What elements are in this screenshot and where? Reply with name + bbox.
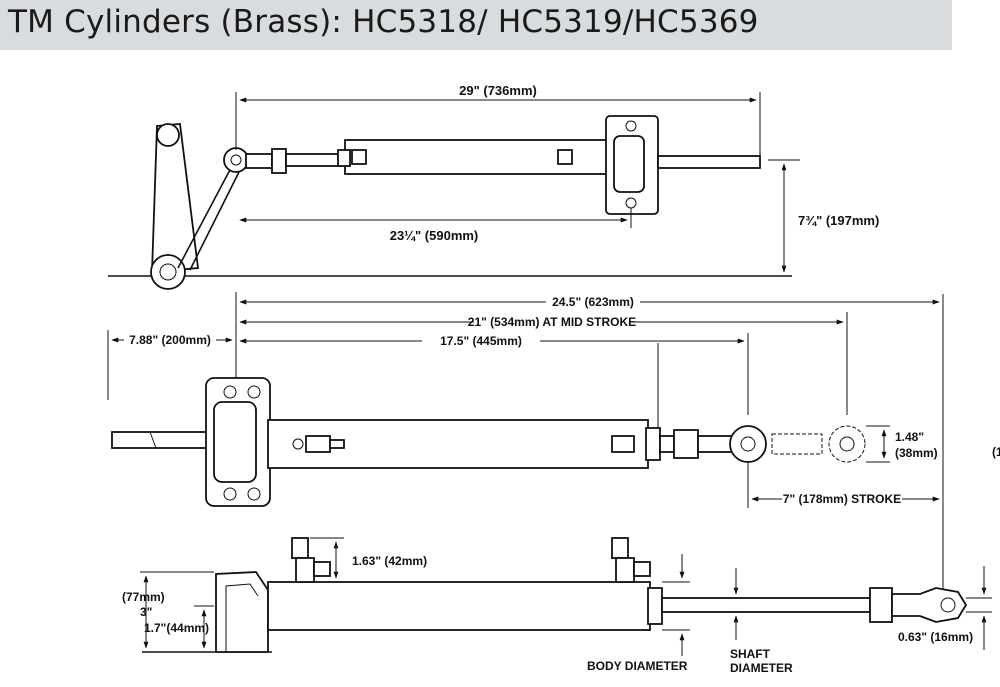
label-0-63: 0.63" (16mm)	[898, 630, 973, 644]
label-24-5: 24.5" (623mm)	[552, 295, 634, 309]
label-stroke: 7" (178mm) STROKE	[783, 492, 901, 506]
port-fitting-right	[557, 149, 573, 165]
rod-nut	[271, 148, 287, 174]
rod-nut	[659, 435, 675, 453]
bolt-hole	[247, 385, 261, 399]
label-21: 21" (534mm) AT MID STROKE	[468, 315, 636, 329]
elbow-fitting-right	[611, 537, 629, 559]
tiller-pivot-hole	[159, 263, 177, 281]
rod-end-eye-hole	[230, 154, 242, 166]
label-shaft-diameter-1: SHAFT	[730, 647, 771, 661]
view-plan: 24.5" (623mm) 21" (534mm) AT MID STROKE …	[107, 292, 1000, 590]
label-height: 7¾" (197mm)	[798, 213, 879, 228]
label-edge-fragment: (1	[992, 445, 1000, 459]
label-cyl-length: 23¼" (590mm)	[390, 228, 479, 243]
bolt-hole	[223, 385, 237, 399]
elbow-body-right	[615, 557, 635, 583]
cylinder-body-side	[267, 581, 651, 631]
rod-end-eye	[729, 425, 767, 463]
label-body-diameter: BODY DIAMETER	[587, 659, 688, 673]
piston-rod-side	[661, 597, 871, 613]
rod-end-eye	[223, 147, 249, 173]
rod-hex	[673, 429, 699, 459]
elbow-body-left	[295, 557, 315, 583]
label-7-88: 7.88" (200mm)	[129, 333, 211, 347]
bolt-hole	[223, 487, 237, 501]
piston-rod-left	[285, 153, 341, 167]
tiller-link-2	[189, 169, 241, 271]
rod-end-side	[891, 587, 968, 623]
label-1-48: 1.48"	[895, 430, 924, 444]
piston-rod-right	[657, 155, 761, 169]
mount-block	[613, 135, 645, 193]
label-1-63: 1.63" (42mm)	[352, 554, 427, 568]
title-bar: TM Cylinders (Brass): HC5318/ HC5319/HC5…	[0, 0, 952, 50]
rod-end-eye-hole	[740, 436, 756, 452]
tiller-arm	[151, 123, 200, 273]
label-1-48-mm: (38mm)	[895, 446, 938, 460]
port-fitting-right	[611, 435, 635, 453]
port-fitting-left	[305, 435, 331, 453]
view-installed: 29" (736mm) 23¼" (590mm) 7¾" (197mm)	[108, 83, 879, 290]
tiller-link	[177, 165, 233, 269]
page-title: TM Cylinders (Brass): HC5318/ HC5319/HC5…	[8, 4, 759, 40]
piston-rod-left	[111, 431, 209, 449]
end-cap-side	[647, 587, 663, 625]
elbow-outlet-left	[313, 561, 331, 577]
port-fitting-tip	[329, 439, 345, 449]
rod-end-eye-hole-extended	[839, 436, 855, 452]
bolt-hole	[247, 487, 261, 501]
end-cap	[645, 427, 661, 461]
break-line	[149, 431, 157, 449]
tiller-pivot	[150, 254, 186, 290]
rod-hex-side	[869, 587, 893, 623]
port-fitting-left	[351, 149, 367, 165]
left-end-cap	[337, 149, 351, 167]
rod-end-extended	[771, 433, 823, 455]
tiller-top-hole	[156, 123, 180, 147]
elbow-outlet-right	[633, 561, 651, 577]
elbow-fitting-left	[291, 537, 309, 559]
foot-bracket	[215, 571, 269, 653]
rod-end-body	[697, 435, 735, 453]
bolt-hole	[625, 120, 637, 132]
foot-bracket-detail	[225, 583, 259, 652]
label-3-inch: 3"	[140, 605, 152, 619]
rod-end-side-hole	[940, 597, 956, 613]
rod-end-fitting	[245, 153, 273, 169]
port-hole	[292, 438, 304, 450]
view-side: 1.63" (42mm) (77mm) 3" 1.7"(44mm) BODY D…	[122, 537, 992, 675]
label-17-5: 17.5" (445mm)	[440, 334, 522, 348]
label-overall-length: 29" (736mm)	[459, 83, 537, 98]
rod-end-eye-extended	[828, 425, 866, 463]
label-77mm: (77mm)	[122, 590, 165, 604]
label-shaft-diameter-2: DIAMETER	[730, 661, 793, 675]
mount-block	[213, 401, 257, 483]
label-1-7: 1.7"(44mm)	[144, 621, 209, 635]
